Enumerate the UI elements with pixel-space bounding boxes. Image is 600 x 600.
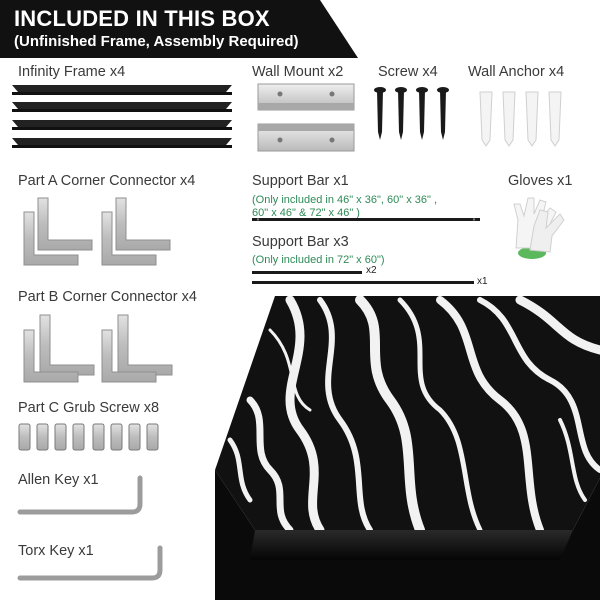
header-banner — [0, 0, 358, 58]
wall-mount-label: Wall Mount x2 — [252, 64, 344, 80]
framed-artwork-preview — [215, 296, 600, 600]
part-b-corner-connectors — [23, 314, 173, 383]
banner-subtitle: (Unfinished Frame, Assembly Required) — [14, 33, 299, 50]
torx-key-label: Torx Key x1 — [18, 543, 94, 559]
torx-key — [17, 545, 163, 581]
gloves — [513, 197, 565, 259]
support-bar-3-label: Support Bar x3 — [252, 234, 349, 250]
support-bar-1-note-line2: 60" x 46" & 72" x 46" ) — [252, 207, 360, 219]
infinity-frame-bars — [12, 85, 232, 148]
gloves-label: Gloves x1 — [508, 173, 573, 189]
support-bar-3-note: (Only included in 72" x 60") — [252, 254, 385, 266]
part-a-label: Part A Corner Connector x4 — [18, 173, 196, 189]
infinity-frame-label: Infinity Frame x4 — [18, 64, 126, 80]
screws — [374, 87, 449, 140]
part-a-corner-connectors — [23, 197, 171, 266]
banner-title: INCLUDED IN THIS BOX — [14, 6, 270, 31]
wall-mount-brackets — [257, 83, 355, 152]
allen-key — [17, 475, 143, 515]
part-b-label: Part B Corner Connector x4 — [18, 289, 197, 305]
wall-anchors — [479, 91, 562, 147]
support-bar-x1-label: x1 — [477, 276, 488, 287]
support-bar-1-label: Support Bar x1 — [252, 173, 349, 189]
support-bars — [252, 218, 480, 284]
support-bar-1-note-line1: (Only included in 46" x 36", 60" x 36" , — [252, 194, 437, 206]
grub-screws — [18, 423, 159, 451]
allen-key-label: Allen Key x1 — [18, 472, 99, 488]
part-c-label: Part C Grub Screw x8 — [18, 400, 160, 416]
screw-label: Screw x4 — [378, 64, 438, 80]
support-bar-x2-label: x2 — [366, 265, 377, 276]
wall-anchor-label: Wall Anchor x4 — [468, 64, 565, 80]
